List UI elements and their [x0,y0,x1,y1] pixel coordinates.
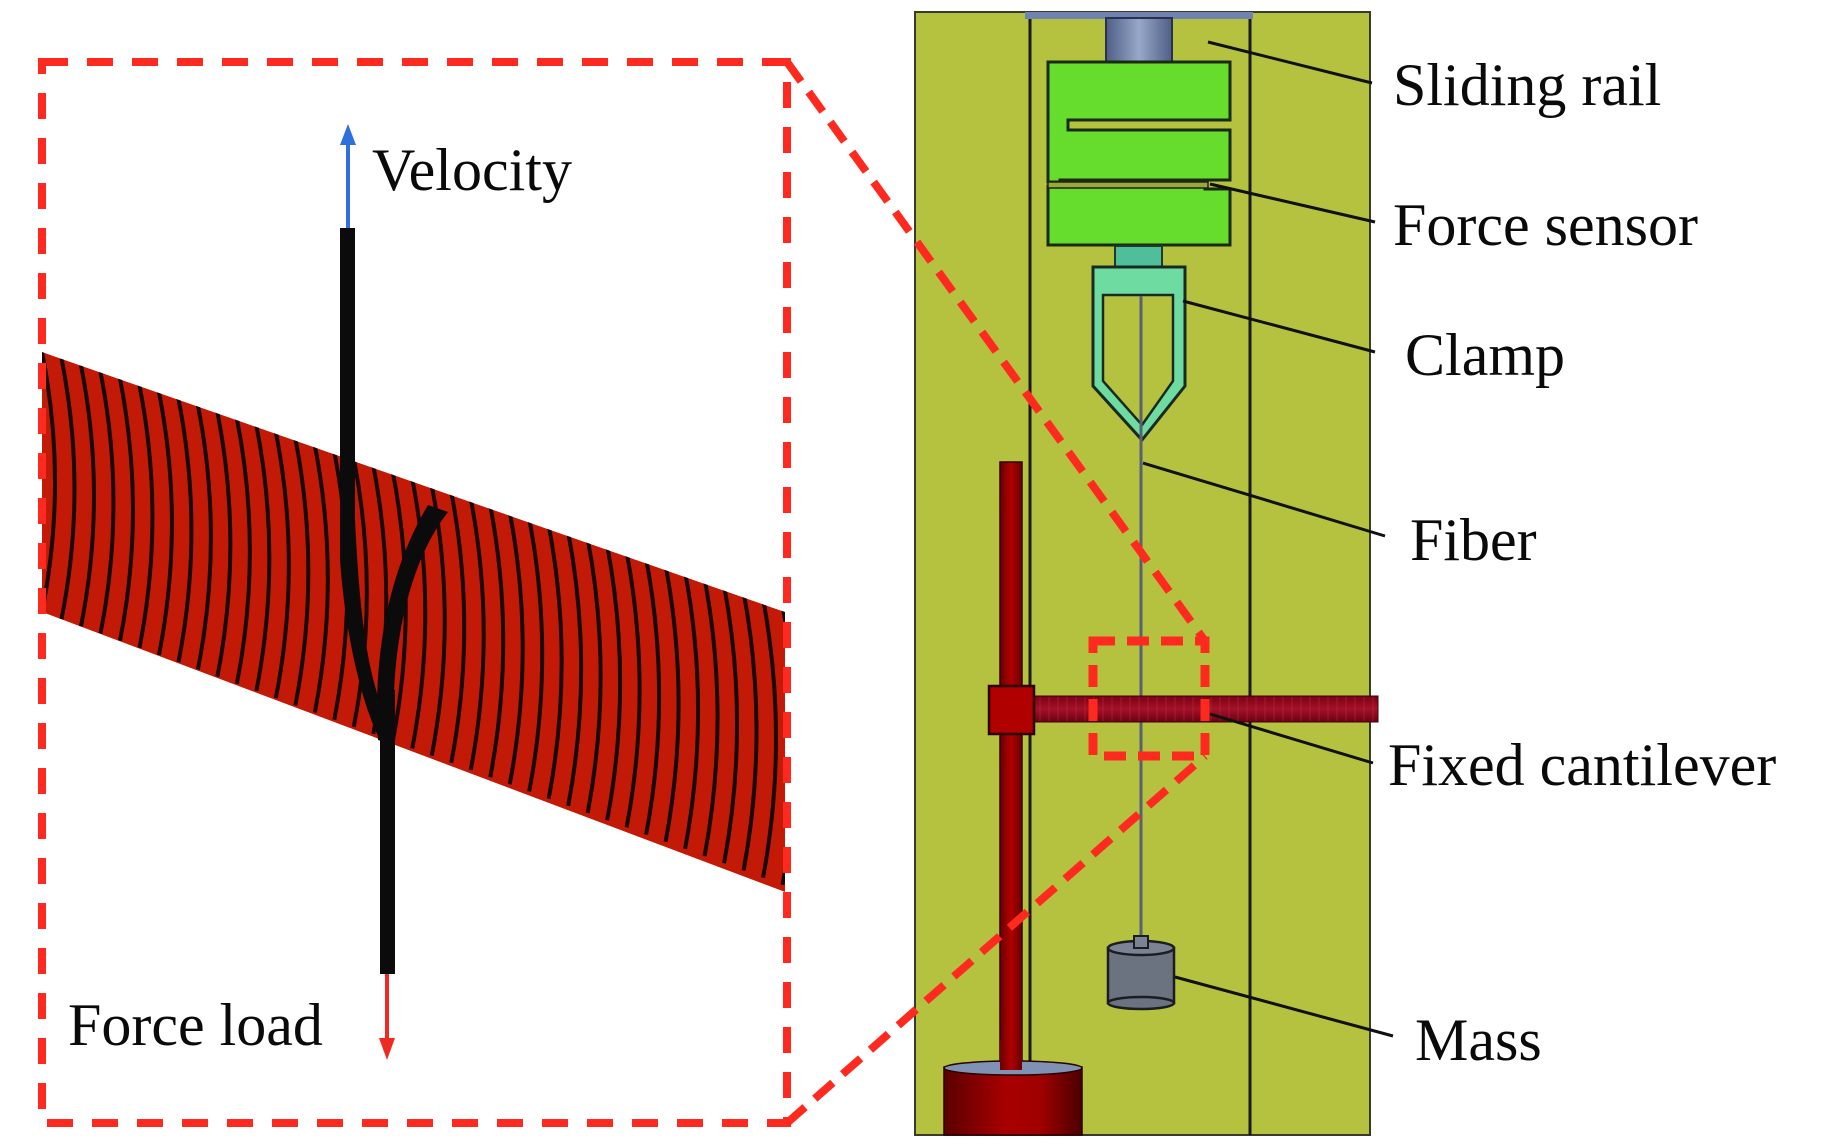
coil-ring [663,564,681,843]
sliding-rail-plate [1025,12,1253,19]
velocity-arrow-icon [340,124,356,228]
connector-bottom [784,752,1208,1127]
zoom-region-box [1088,636,1210,761]
clamp-neck [1114,245,1163,269]
coil-ring [351,458,369,728]
coil-ring [527,518,545,792]
label-fiber: Fiber [1410,507,1537,573]
fiber-crossing [340,520,395,740]
leader-lines [1142,40,1394,1038]
coil-ring [566,531,584,807]
label-velocity: Velocity [372,137,572,203]
leader-clamp [1182,299,1376,354]
zoom-connectors [783,59,1209,1127]
coil-ring [507,511,525,785]
label-clamp: Clamp [1405,322,1565,388]
coil-ring [702,578,720,857]
stand-pole [999,461,1023,1073]
apparatus [914,11,1379,1136]
coil-ring [254,424,272,692]
coil-ring [468,498,486,771]
leader-force-sensor [1209,182,1376,224]
coil-ring [215,411,233,678]
stand-base [943,1040,1083,1136]
top-cylinder [1105,17,1173,64]
coil-ring [59,358,77,620]
apparatus-labels: Sliding rail Force sensor Clamp Fiber Fi… [1388,52,1776,1073]
coil-ring [195,404,213,670]
zoom-inset: Velocity Force load [38,58,815,1127]
label-force-sensor: Force sensor [1393,192,1698,258]
leader-sliding-rail [1207,40,1373,85]
coil-ring [624,551,642,828]
coil-ring [293,438,311,706]
fiber-upper [340,228,355,528]
coil-ring [761,598,778,879]
coil-ring [488,504,506,778]
stand-block [987,684,1036,736]
fiber-lower [380,690,395,974]
coil-ring [98,371,116,634]
leader-fiber [1142,461,1386,538]
leader-mass [1174,975,1394,1038]
cantilever-rod-texture [1039,697,1374,721]
force-load-arrow-icon [379,974,395,1060]
coil [42,352,815,892]
label-mass: Mass [1415,1007,1542,1073]
coil-ring [449,491,467,764]
connector-top [783,59,1209,644]
coil-ring [410,478,428,749]
force-sensor [1046,60,1232,247]
leader-fixed-cantilever [1209,712,1374,765]
coil-ring [683,571,701,850]
coil-ring [605,544,623,821]
coil-ring [722,584,740,864]
mass [1106,935,1176,1011]
label-sliding-rail: Sliding rail [1393,52,1661,118]
coil-ring [546,524,564,800]
coil-ring [312,444,330,713]
coil-ring [234,418,252,685]
coil-ring [802,612,815,892]
clamp [1091,265,1187,443]
coil-ring [741,591,759,871]
coil-ring [117,378,135,642]
coil-ring [273,431,291,699]
coil-ring [390,471,408,742]
coil-ring [42,352,57,613]
coil-ring [585,538,603,814]
coil-ring [137,384,155,649]
coil-ring [644,558,662,835]
label-fixed-cantilever: Fixed cantilever [1388,732,1776,798]
coil-ring [156,391,174,656]
coil-ring [176,398,194,663]
inset-dashed-box [38,58,791,1127]
coil-ring [79,364,96,627]
label-force-load: Force load [68,992,323,1058]
